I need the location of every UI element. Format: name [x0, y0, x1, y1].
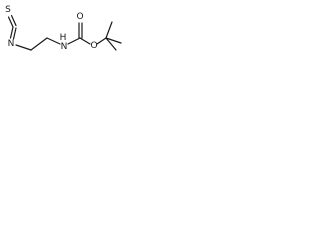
bond-carbonyl-oxygen [79, 37, 91, 45]
atom-nitrogen-isothiocyanate: N [8, 39, 15, 49]
bond-tbu-methyl-3 [105, 37, 117, 51]
atom-labels: S N H N O O [5, 5, 97, 52]
bond-c-n-double-a [9, 26, 14, 39]
bond-n-ch2 [15, 44, 32, 51]
bond-ch2-ch2 [30, 37, 48, 51]
bond-ch2-nh [46, 37, 61, 45]
bond-s-c-double-b [10, 14, 17, 27]
bond-oxygen-tbu [96, 37, 107, 45]
bonds [7, 14, 122, 51]
bond-tbu-methyl-1 [105, 37, 122, 44]
atom-hydrogen-amide: H [60, 33, 67, 43]
atom-oxygen-carbonyl: O [76, 12, 83, 22]
bond-tbu-methyl-2 [105, 21, 113, 39]
atom-oxygen-ester: O [90, 41, 97, 51]
chemical-structure: S N H N O O [5, 5, 122, 52]
bond-s-c-double-a [7, 16, 14, 28]
bond-c-n-double-b [12, 27, 17, 40]
bond-nh-carbonyl [67, 37, 81, 45]
atom-nitrogen-amide: N [61, 42, 68, 52]
atom-sulfur: S [5, 5, 11, 15]
